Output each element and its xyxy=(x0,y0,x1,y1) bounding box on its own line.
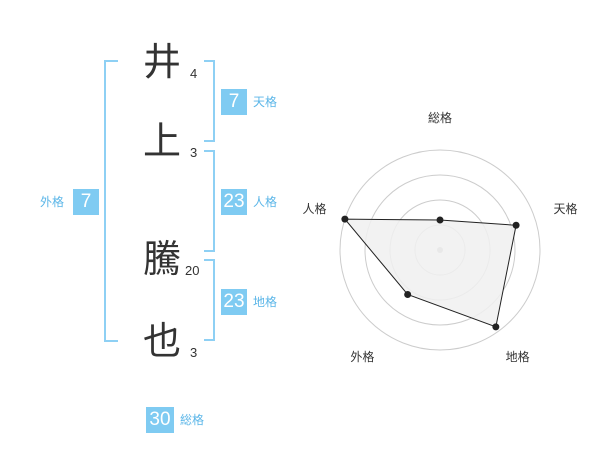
radar-axis-label: 地格 xyxy=(506,349,530,364)
radar-axis-label: 天格 xyxy=(554,201,578,216)
jinkaku-bracket xyxy=(204,150,215,252)
name-char-3: 騰 xyxy=(143,237,182,281)
radar-ring xyxy=(339,149,541,351)
stroke-count-3: 20 xyxy=(185,263,200,278)
radar-axis-label: 総格 xyxy=(428,110,452,125)
radar-axis-label: 人格 xyxy=(302,201,326,216)
stroke-count-2: 3 xyxy=(190,145,198,160)
radar-point xyxy=(341,215,349,223)
gaikaku-value: 7 xyxy=(73,189,99,215)
gaikaku-bracket xyxy=(104,60,118,342)
radar-axis-label: 外格 xyxy=(350,349,374,364)
tenkaku-label: 天格 xyxy=(253,95,278,109)
radar-point xyxy=(512,221,520,229)
radar-ring xyxy=(364,174,516,326)
jinkaku-value: 23 xyxy=(221,189,247,215)
tenkaku-bracket xyxy=(204,60,215,142)
stroke-count-1: 4 xyxy=(190,66,198,81)
radar-point xyxy=(404,290,412,298)
tenkaku-value: 7 xyxy=(221,89,247,115)
chikaku-label: 地格 xyxy=(253,295,278,309)
radar-point xyxy=(492,323,500,331)
name-char-4: 也 xyxy=(143,319,182,363)
soukaku-label: 総格 xyxy=(180,413,205,427)
chikaku-bracket xyxy=(204,259,215,341)
chikaku-value: 23 xyxy=(221,289,247,315)
name-char-1: 井 xyxy=(143,40,182,84)
name-char-2: 上 xyxy=(143,119,182,163)
radar-series-area xyxy=(343,218,517,328)
soukaku-value: 30 xyxy=(146,407,174,433)
radar-point xyxy=(436,216,444,224)
gaikaku-label: 外格 xyxy=(40,195,65,209)
jinkaku-label: 人格 xyxy=(253,195,278,209)
stroke-count-4: 3 xyxy=(190,345,198,360)
